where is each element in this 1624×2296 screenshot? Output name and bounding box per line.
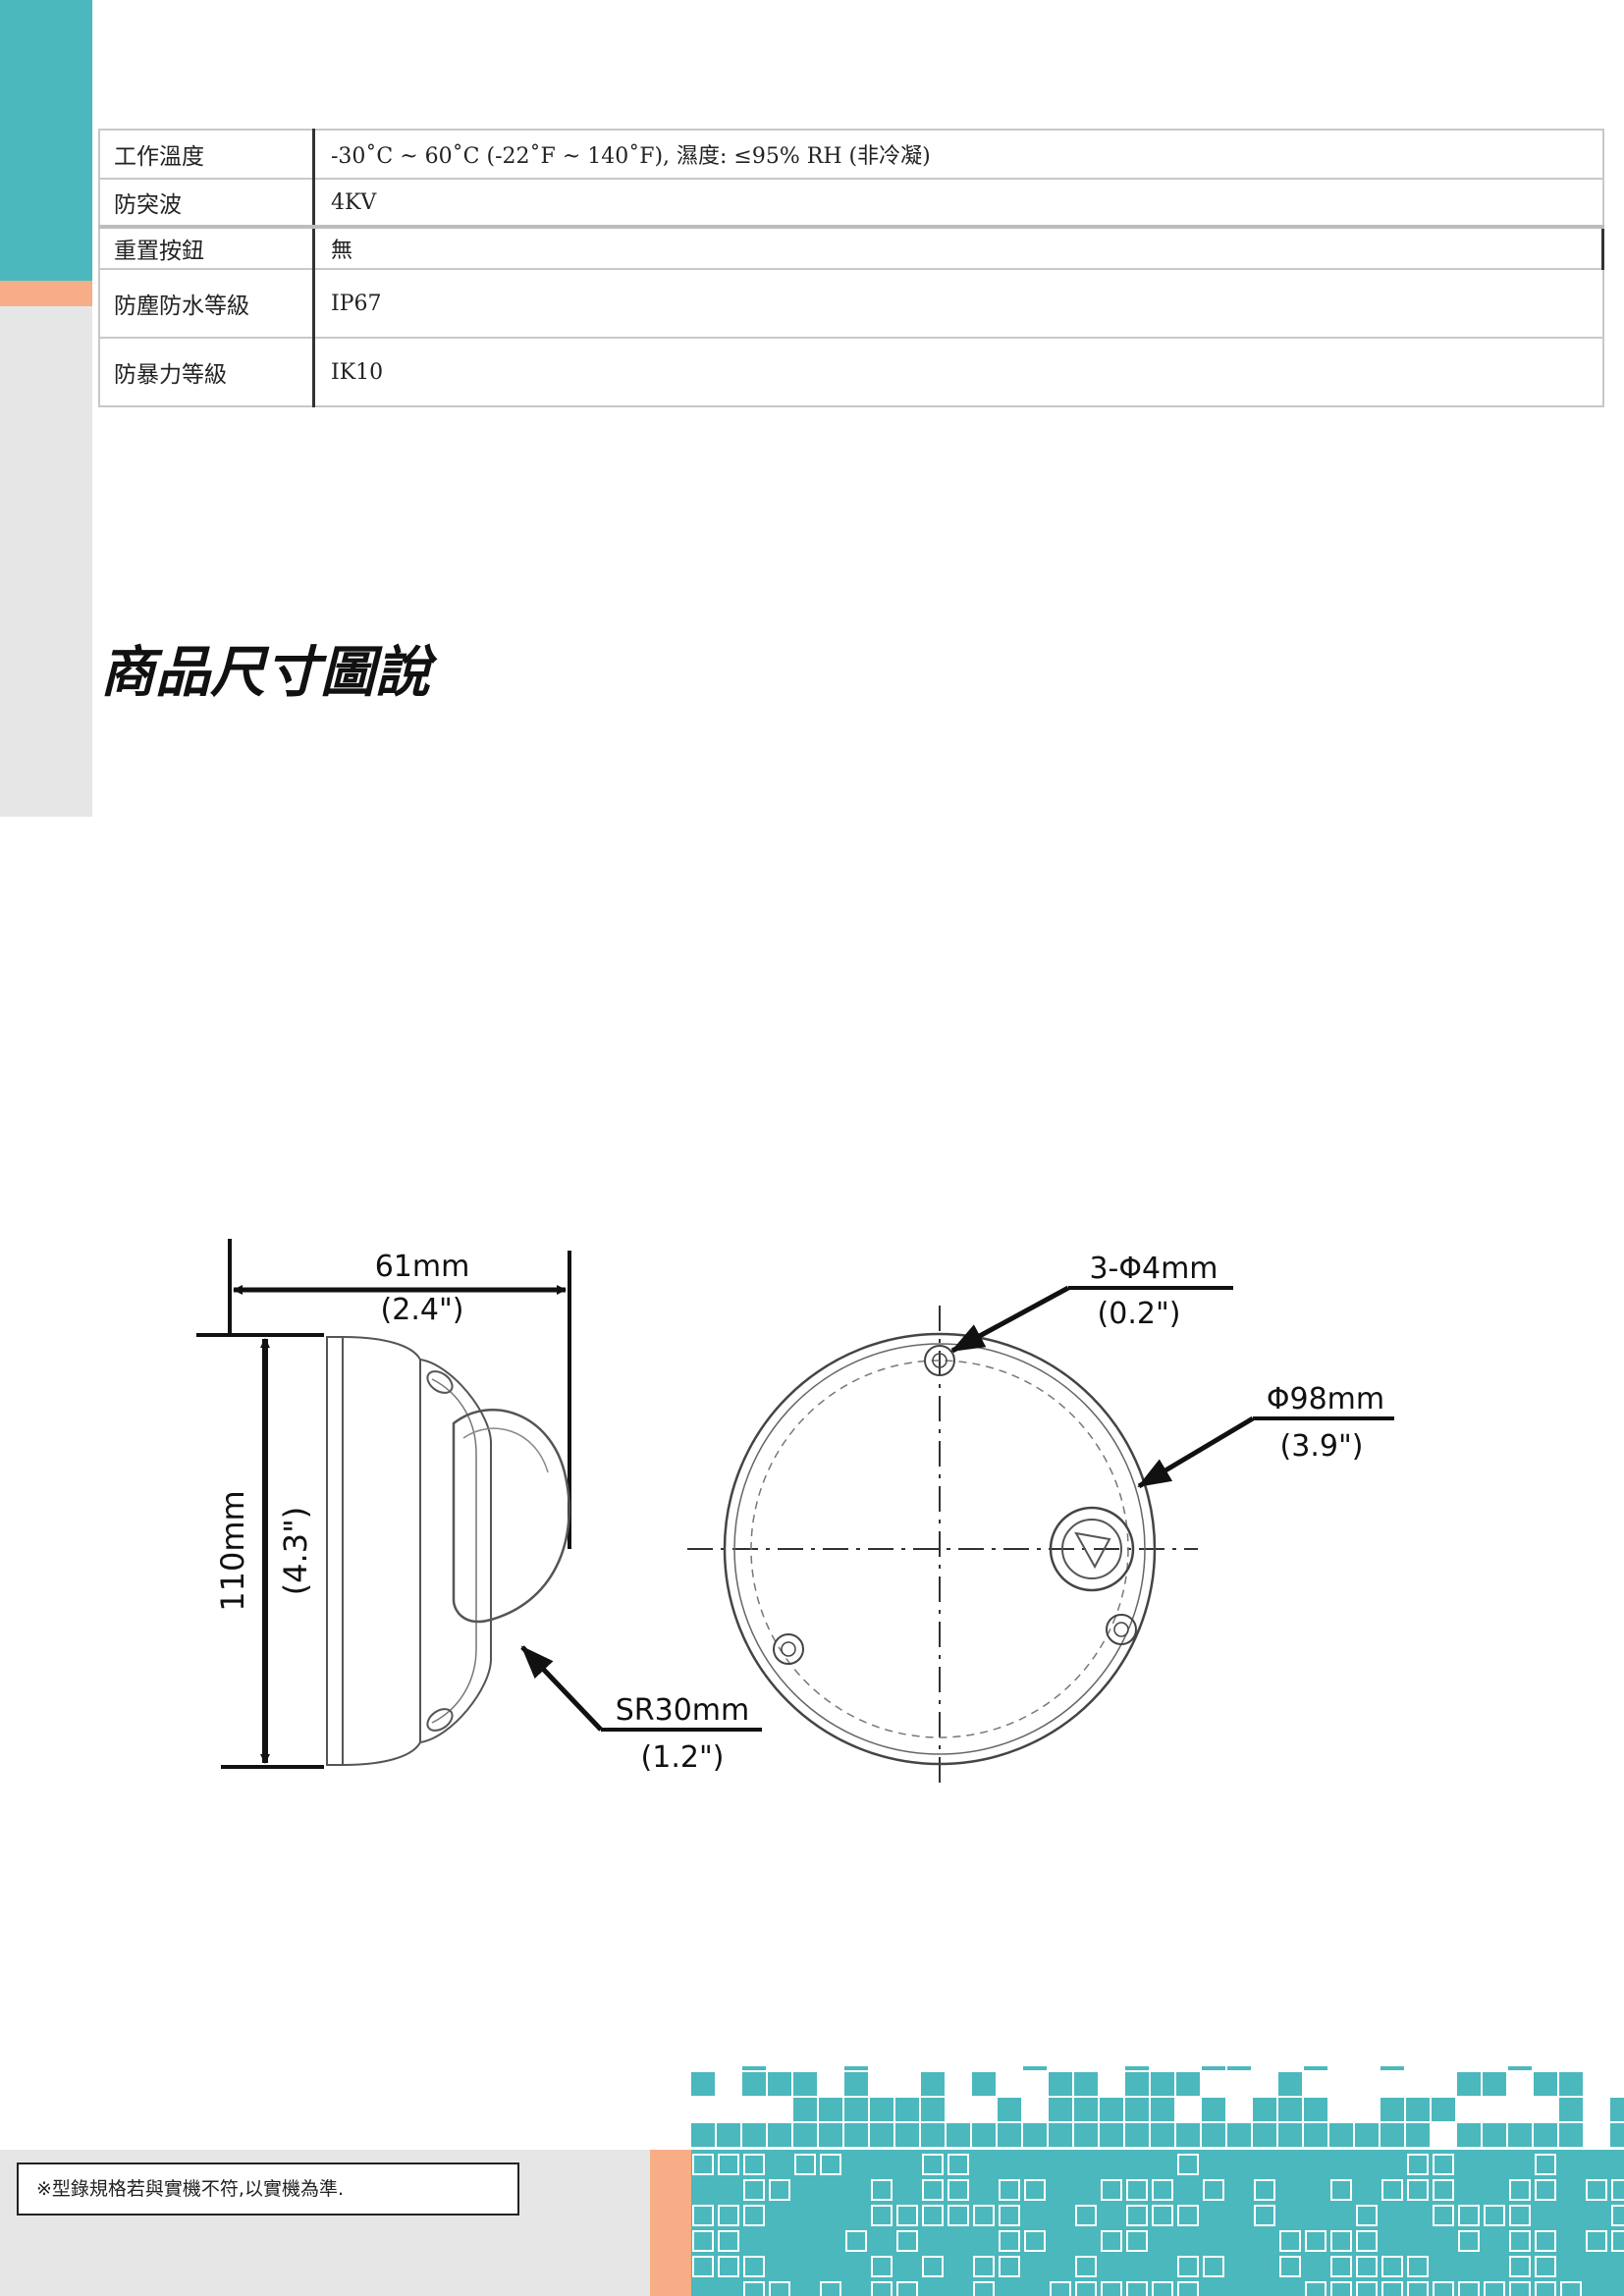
section-title: 商品尺寸圖說: [100, 641, 430, 705]
depth-mm-label: 61mm: [375, 1250, 470, 1284]
height-mm-label: 110mm: [214, 1490, 251, 1611]
spec-value: -30˚C ~ 60˚C (-22˚F ~ 140˚F), 濕度: ≤95% R…: [312, 129, 1604, 180]
footer-disclaimer: ※型錄規格若與實機不符,以實機為準.: [17, 2163, 519, 2216]
holes-mm-label: 3-Φ4mm: [1089, 1252, 1218, 1286]
mount-hole: [1106, 1614, 1137, 1645]
cable-entry: [1049, 1506, 1135, 1592]
side-view: 61mm (2.4") 110mm (4.3") SR30mm (1.2"): [196, 1239, 762, 1775]
spec-row: 防塵防水等級 IP67: [98, 268, 1604, 339]
top-view: 3-Φ4mm (0.2") Φ98mm (3.9"): [687, 1252, 1394, 1785]
sidebar-orange-band: [0, 281, 92, 306]
diameter-mm-label: Φ98mm: [1267, 1382, 1384, 1416]
sidebar-gray-band: [0, 306, 92, 817]
spec-label: 防突波: [98, 178, 315, 229]
spec-row: 防暴力等級 IK10: [98, 337, 1604, 407]
mount-hole: [773, 1633, 804, 1665]
spec-row: 工作溫度 -30˚C ~ 60˚C (-22˚F ~ 140˚F), 濕度: ≤…: [98, 129, 1604, 180]
spec-label: 工作溫度: [98, 129, 315, 180]
spec-label: 防暴力等級: [98, 337, 315, 407]
spec-row: 防突波 4KV: [98, 178, 1604, 229]
dimension-drawing: 61mm (2.4") 110mm (4.3") SR30mm (1.2"): [196, 1239, 1394, 1785]
decorative-pixel-pattern: [691, 2066, 1624, 2296]
spec-value: IP67: [312, 268, 1604, 339]
diameter-in-label: (3.9"): [1280, 1429, 1364, 1464]
holes-leader: [950, 1285, 1070, 1354]
footer-orange-band: [650, 2150, 691, 2296]
spec-label: 重置按鈕: [98, 226, 315, 270]
spec-value: 無: [312, 226, 1604, 270]
diameter-leader: [1137, 1415, 1255, 1489]
spec-table: 工作溫度 -30˚C ~ 60˚C (-22˚F ~ 140˚F), 濕度: ≤…: [98, 129, 1604, 407]
spec-value: 4KV: [312, 178, 1604, 229]
depth-in-label: (2.4"): [381, 1293, 464, 1327]
spec-value: IK10: [312, 337, 1604, 407]
dome-radius-mm-label: SR30mm: [616, 1693, 750, 1728]
mount-hole: [924, 1345, 955, 1376]
height-in-label: (4.3"): [277, 1507, 314, 1596]
dome-radius-leader: [520, 1645, 603, 1732]
dome-radius-in-label: (1.2"): [641, 1740, 725, 1775]
spec-row: 重置按鈕 無: [98, 226, 1604, 270]
spec-label: 防塵防水等級: [98, 268, 315, 339]
holes-in-label: (0.2"): [1098, 1297, 1181, 1331]
sidebar-teal-band: [0, 0, 92, 281]
